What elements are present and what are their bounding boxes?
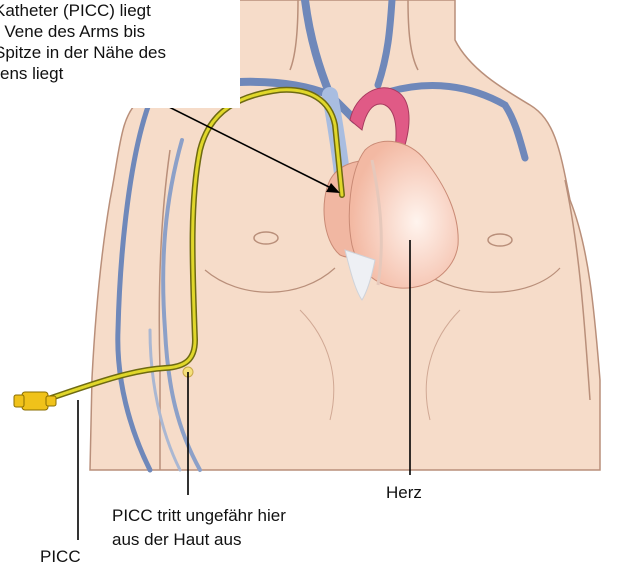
picc-connector	[14, 392, 56, 410]
callout-text-box: Katheter (PICC) liegt r Vene des Arms bi…	[0, 0, 240, 108]
exit-site-label: PICC tritt ungefähr hier aus der Haut au…	[112, 504, 286, 552]
callout-line-1: Katheter (PICC) liegt	[0, 0, 234, 21]
heart-label: Herz	[386, 482, 422, 503]
callout-line-2: r Vene des Arms bis	[0, 21, 234, 42]
exit-label-line-2: aus der Haut aus	[112, 528, 286, 552]
exit-label-line-1: PICC tritt ungefähr hier	[112, 504, 286, 528]
callout-line-4: ens liegt	[0, 63, 240, 84]
callout-line-3: Spitze in der Nähe des	[0, 42, 234, 63]
picc-label: PICC	[40, 546, 81, 567]
